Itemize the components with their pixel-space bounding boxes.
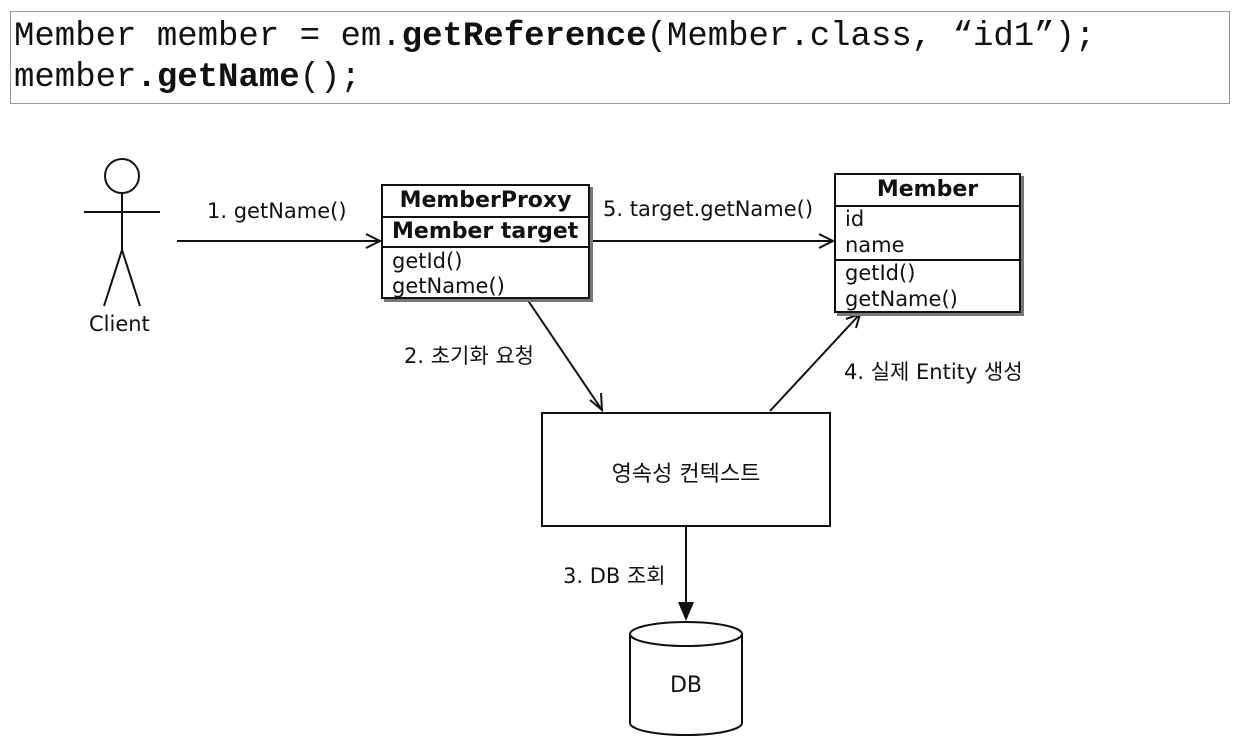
code-token-bold: .getName bbox=[136, 59, 300, 97]
arrow-step5 bbox=[590, 233, 836, 249]
member-field: name bbox=[845, 233, 905, 257]
db-label: DB bbox=[669, 673, 703, 698]
client-actor-icon bbox=[84, 158, 160, 307]
database-cylinder-icon bbox=[629, 621, 743, 736]
code-token: Member member = em. bbox=[14, 18, 402, 56]
code-token: member bbox=[14, 59, 137, 97]
code-token: (Member.class, “id1”); bbox=[646, 18, 1096, 56]
client-label: Client bbox=[89, 312, 150, 336]
divider bbox=[383, 246, 588, 248]
member-proxy-field: Member target bbox=[392, 219, 579, 244]
step1-label: 1. getName() bbox=[207, 199, 347, 223]
code-snippet-box: Member member = em.getReference(Member.c… bbox=[10, 11, 1230, 104]
member-proxy-title: MemberProxy bbox=[399, 188, 572, 213]
arrow-step1 bbox=[177, 233, 383, 249]
divider bbox=[836, 259, 1019, 261]
member-proxy-method: getName() bbox=[392, 274, 505, 298]
member-method: getId() bbox=[845, 261, 916, 285]
member-method: getName() bbox=[845, 287, 958, 311]
member-class-title: Member bbox=[876, 177, 979, 202]
persistence-context-label: 영속성 컨텍스트 bbox=[611, 462, 761, 487]
arrow-step2 bbox=[526, 298, 604, 413]
code-token-bold: getReference bbox=[401, 18, 647, 56]
divider bbox=[836, 205, 1019, 207]
member-proxy-method: getId() bbox=[392, 249, 463, 273]
code-line-1: Member member = em.getReference(Member.c… bbox=[14, 17, 1095, 57]
step4-label: 4. 실제 Entity 생성 bbox=[844, 360, 1023, 384]
arrow-step4 bbox=[769, 312, 862, 412]
code-line-2: member.getName(); bbox=[14, 58, 361, 98]
step5-label: 5. target.getName() bbox=[603, 197, 814, 221]
member-field: id bbox=[845, 207, 865, 231]
member-class-box: Member id name getId() getName() bbox=[834, 173, 1021, 313]
step2-label: 2. 초기화 요청 bbox=[404, 344, 534, 368]
arrow-step3-head bbox=[678, 602, 694, 621]
code-token: (); bbox=[299, 59, 361, 97]
step3-label: 3. DB 조회 bbox=[563, 564, 666, 588]
member-proxy-class-box: MemberProxy Member target getId() getNam… bbox=[381, 184, 590, 299]
persistence-context-box: 영속성 컨텍스트 bbox=[541, 412, 831, 527]
divider bbox=[383, 216, 588, 218]
